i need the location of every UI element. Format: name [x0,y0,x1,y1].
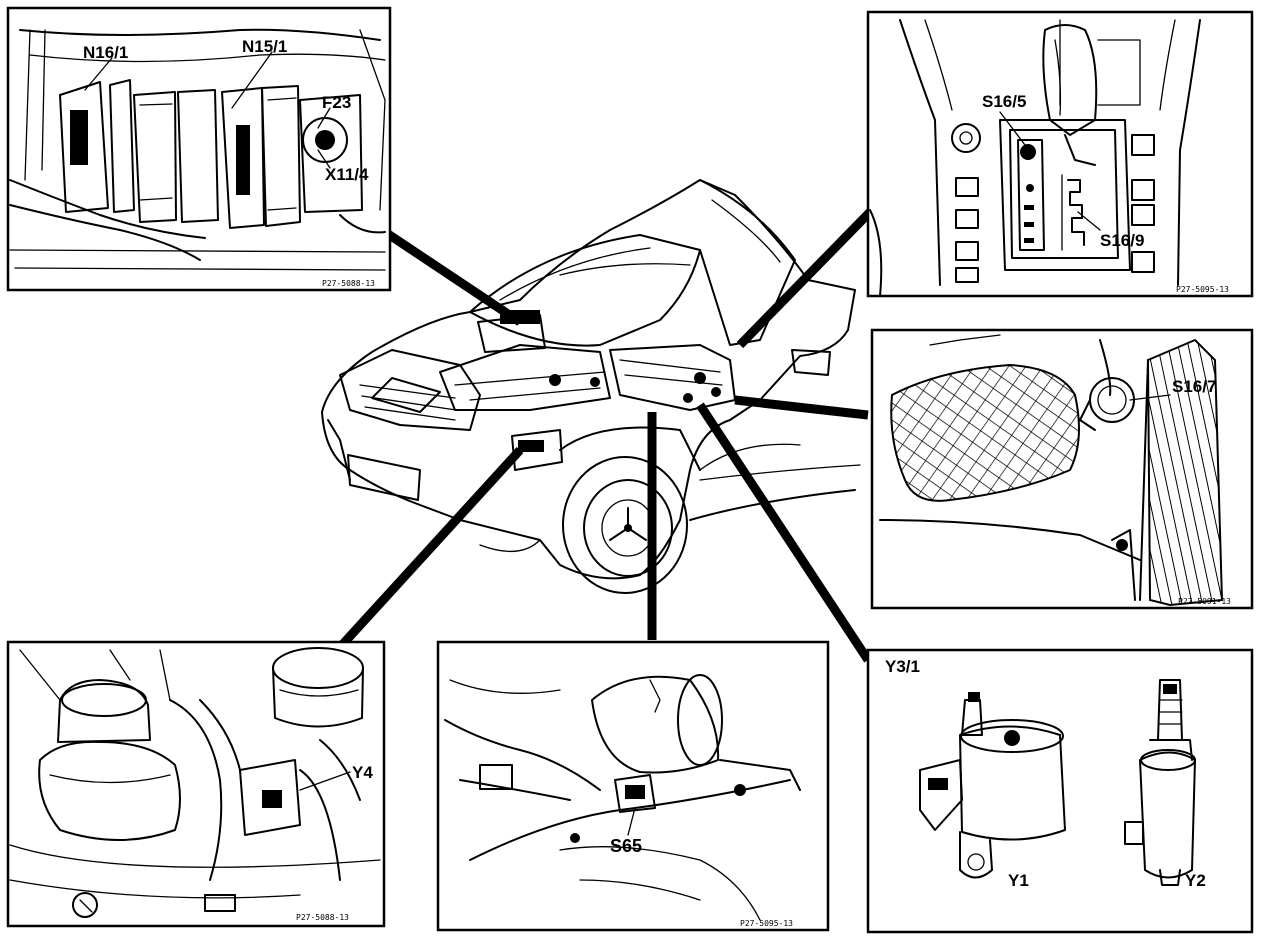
leader-y4 [338,446,524,649]
label-s65: S65 [610,836,642,856]
label-y2: Y2 [1185,871,1206,890]
panel-y3: Y3/1 Y1 Y2 [866,648,1254,934]
figure-code-selector: P27-5095-13 [1176,285,1229,294]
leader-pedal [734,395,869,420]
label-n15-1: N15/1 [242,37,287,56]
figure-code-y4: P27-5088-13 [296,913,349,922]
valve-y2 [1124,679,1196,886]
label-s16-9: S16/9 [1100,231,1144,250]
leader-lines [338,208,874,663]
panel-title-y3-1: Y3/1 [885,657,920,676]
leader-y3 [696,402,872,663]
figure-code-engine-bay: P27-5088-13 [322,279,375,288]
label-s16-7: S16/7 [1172,377,1216,396]
panel-pedal: S16/7 P27-5091-13 [870,328,1254,610]
leader-selector [736,208,874,349]
leader-engine-bay [382,228,523,326]
figure-code-s65: P27-5095-13 [740,919,793,928]
label-n16-1: N16/1 [83,43,128,62]
panel-selector: S16/5 S16/9 P27-5095-13 [866,10,1254,298]
panel-y4: Y4 P27-5088-13 [6,640,386,928]
panel-s65: S65 P27-5095-13 [436,640,830,932]
figure-code-pedal: P27-5091-13 [1178,597,1231,606]
label-s16-5: S16/5 [982,92,1026,111]
control-modules [59,79,301,229]
label-y4: Y4 [352,763,373,782]
solenoid-y1 [919,692,1066,879]
label-y1: Y1 [1008,871,1029,890]
label-f23: F23 [322,93,351,112]
panel-engine-bay: N16/1 N15/1 F23 X11/4 P27-5088-13 [6,6,392,292]
label-x11-4: X11/4 [325,165,369,184]
